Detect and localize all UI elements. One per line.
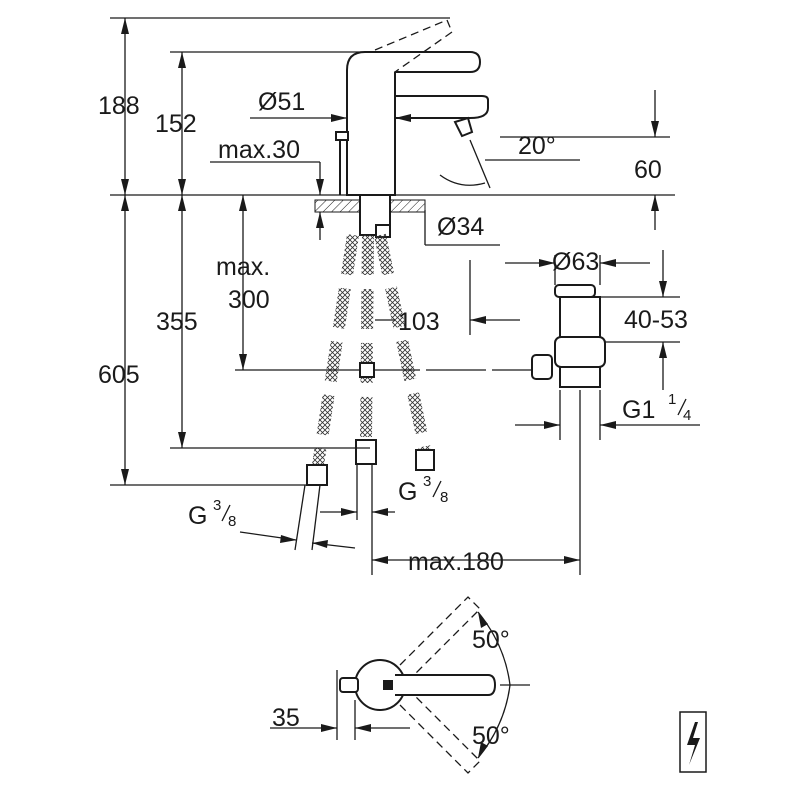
dim-plan-angle-top: 50° [472,626,510,654]
dim-diameter-63: Ø63 [552,248,599,276]
dim-max-30: max.30 [218,136,300,164]
waste-body [559,296,601,338]
dim-max-300-line2: 300 [228,286,270,314]
dim-152: 152 [155,110,197,138]
dim-diameter-34: Ø34 [437,213,484,241]
dim-355: 355 [156,308,198,336]
hose-right [374,233,431,452]
hose-center [360,234,374,441]
dim-plan-angle-bottom: 50° [472,722,510,750]
handle-open-position [374,19,453,73]
dim-hose-thread-left: G [188,502,207,530]
plan-handle [395,674,497,696]
dim-605: 605 [98,361,140,389]
plan-handle-right-swing [399,692,481,774]
fraction-slash-right [432,480,442,498]
dim-hose-thread-right-den: 8 [440,489,448,506]
waste-nut [554,336,606,368]
waste-tail [559,366,601,388]
waste-plug [554,284,596,298]
fraction-slash-left [221,504,231,522]
dim-hose-thread-left-num: 3 [213,497,221,514]
plan-popup [339,677,359,693]
fitting-right [415,449,435,471]
dim-40-53: 40-53 [624,306,688,334]
spout [394,95,489,119]
dim-hose-thread-right: G [398,478,417,506]
waste-lever-housing [531,354,553,380]
dimension-lines [110,17,700,575]
dim-max-300-line1: max. [216,253,270,281]
dim-plan-35: 35 [272,704,300,732]
dim-waste-thread-num: 1 [668,391,676,408]
dim-diameter-51: Ø51 [258,88,305,116]
dim-60: 60 [634,156,662,184]
dimension-labels: 188 152 Ø51 max.30 20° 60 Ø34 max. 300 3… [98,88,691,750]
supply-hoses [306,233,545,486]
faucet-body [110,19,675,238]
aerator [453,116,474,138]
dim-hose-thread-left-den: 8 [228,513,236,530]
linkage-clamp [359,362,375,378]
plan-handle-left-swing [399,596,481,678]
lightning-bolt-icon [679,711,707,773]
hose-left [312,234,359,466]
dim-188: 188 [98,92,140,120]
handle [375,51,482,73]
dim-angle-20: 20° [518,132,556,160]
dim-waste-thread: G1 [622,396,655,424]
dim-hose-thread-right-num: 3 [423,473,431,490]
popup-knob [335,131,349,141]
dim-max-180: max.180 [408,548,504,576]
dim-waste-thread-den: 4 [683,407,691,424]
fitting-left [306,464,328,486]
plan-cartridge [383,680,393,690]
fraction-slash-waste [677,398,687,416]
faucet-body-shape [346,51,396,196]
fitting-center [355,439,377,465]
dim-103: 103 [398,308,440,336]
plan-view [270,596,530,774]
waste-assembly [531,284,606,388]
